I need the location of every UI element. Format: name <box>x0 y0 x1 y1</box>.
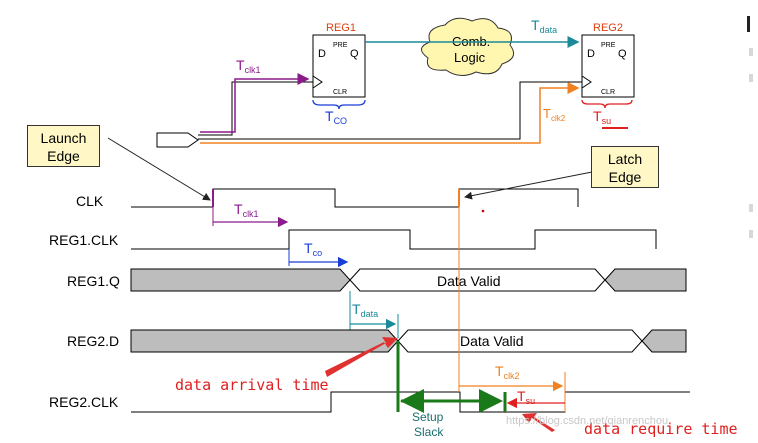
tclk2-top-path <box>200 82 580 144</box>
launch-callout-pointer <box>107 137 211 201</box>
reg1-q-pin: Q <box>350 48 359 60</box>
reg1-q-invalid-left <box>130 268 351 292</box>
tclk2-top-label: Tclk2 <box>543 106 566 123</box>
reg2-d-invalid-left <box>130 329 399 353</box>
reg1-q-valid-label: Data Valid <box>437 273 501 289</box>
clock-net-black <box>198 81 313 136</box>
reg2-d-invalid-right <box>641 329 687 353</box>
launch-edge-line-2: Edge <box>47 148 80 164</box>
launch-edge-line-1: Launch <box>40 130 87 146</box>
signal-label-reg1-clk: REG1.CLK <box>49 232 119 248</box>
edge-fragment-bar <box>747 16 750 32</box>
reg1-clk-waveform <box>131 229 657 250</box>
reg1-title: REG1 <box>326 22 356 34</box>
edge-fragment-4 <box>749 230 753 238</box>
reg1-clr-pin: CLR <box>333 89 347 96</box>
latch-edge-line-1: Latch <box>607 151 643 167</box>
comb-logic-label-2: Logic <box>454 50 486 65</box>
watermark: https://blog.csdn.net/qianrenchou <box>506 415 668 427</box>
red-dot <box>481 209 485 213</box>
clk-waveform <box>131 188 579 208</box>
reg2-q-pin: Q <box>618 48 627 60</box>
clock-source-buffer <box>156 132 199 148</box>
edge-fragment-1 <box>749 48 753 56</box>
latch-callout-pointer <box>464 171 593 200</box>
setup-slack-label-1: Setup <box>412 410 444 424</box>
clock-net-black-2 <box>198 81 582 140</box>
tdata-wave-label: Tdata <box>352 301 378 319</box>
reg2-box <box>581 34 635 98</box>
signal-label-reg2-d: REG2.D <box>67 333 119 349</box>
tclk1-top-label: Tclk1 <box>236 57 261 75</box>
tclk1-top-path <box>200 73 310 133</box>
arrival-annotation: data arrival time <box>175 376 329 394</box>
reg1-clock-triangle <box>312 75 323 89</box>
tclk1-wave-label: Tclk1 <box>234 201 259 219</box>
edge-fragment-3 <box>749 204 753 212</box>
comb-logic-cloud <box>421 17 515 76</box>
reg2-clock-triangle <box>581 75 592 89</box>
reg2-pre-pin: PRE <box>601 42 616 49</box>
reg1-d-pin: D <box>318 48 326 60</box>
require-annotation: data require time <box>584 420 738 438</box>
reg2-d-pin: D <box>587 48 595 60</box>
reg2-d-valid-label: Data Valid <box>460 333 524 349</box>
edge-fragment-2 <box>749 74 753 82</box>
signal-label-clk: CLK <box>76 193 104 209</box>
signal-label-reg1-q: REG1.Q <box>67 273 120 289</box>
latch-edge-callout: Latch Edge <box>591 146 659 188</box>
reg2-tsu-label: Tsu <box>593 108 611 126</box>
arrival-annotation-arrow <box>325 337 398 377</box>
tco-wave-label: Tco <box>304 240 322 258</box>
reg2-tsu-bracket <box>581 99 633 109</box>
reg1-tco-label: TCO <box>325 108 347 126</box>
reg2-title: REG2 <box>593 22 623 34</box>
setup-slack-label-2: Slack <box>414 425 444 439</box>
tsu-wave-label: Tsu <box>517 388 535 406</box>
reg1-tco-bracket <box>312 99 366 110</box>
tdata-top-label: Tdata <box>531 17 557 35</box>
reg1-q-invalid-right <box>604 268 687 292</box>
tclk2-wave-label: Tclk2 <box>495 363 520 381</box>
reg2-clr-pin: CLR <box>601 89 615 96</box>
launch-edge-callout: Launch Edge <box>27 125 100 167</box>
latch-edge-line-2: Edge <box>608 169 642 185</box>
signal-label-reg2-clk: REG2.CLK <box>49 394 119 410</box>
require-annotation-arrow <box>522 413 555 432</box>
reg1-pre-pin: PRE <box>333 42 348 49</box>
reg1-box <box>312 34 366 98</box>
